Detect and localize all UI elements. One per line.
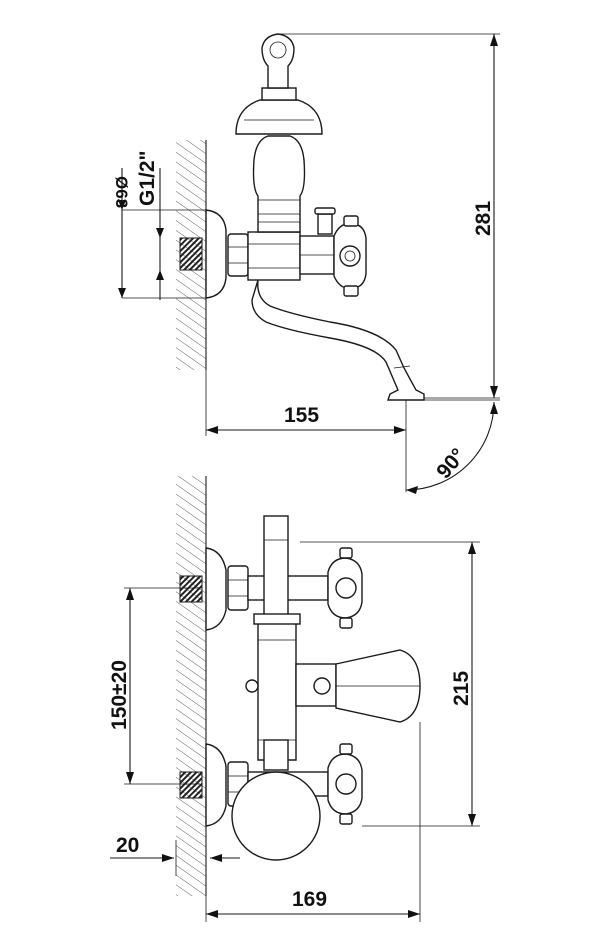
front-flange-upper [205,547,227,631]
side-diverter-knob [317,213,333,235]
side-shower-holder [252,135,306,233]
dim-thread-outer: Ø63 [112,176,131,208]
side-view: Ø63 G1/2" 281 155 90° [112,33,500,494]
dim-thread-inner: G1/2" [136,151,159,206]
side-mixer-body [247,231,301,281]
swivel-arc [405,401,495,491]
dim-swivel-angle: 90° [432,444,470,483]
front-wall-hatch [176,476,206,896]
dim-height-front: 215 [450,671,473,706]
dim-center-distance: 150±20 [108,660,131,730]
dim-height-total: 281 [472,201,495,236]
front-thread-lower [179,771,203,799]
dim-projection-spout: 155 [284,404,319,427]
front-thread-upper [179,575,203,603]
front-central-body [257,617,297,761]
front-round-cap [231,771,321,861]
dim-depth-front: 169 [292,888,327,911]
front-view: 150±20 215 20 169 [108,476,480,922]
side-wall-flange [205,209,227,299]
side-spout [251,279,425,401]
side-shower-bell [235,99,323,135]
dim-wall-offset: 20 [116,834,139,857]
side-hex-nut [227,233,249,277]
front-flange-lower [205,743,227,827]
front-vertical-pipe [263,515,289,619]
side-wall-thread [179,237,203,271]
